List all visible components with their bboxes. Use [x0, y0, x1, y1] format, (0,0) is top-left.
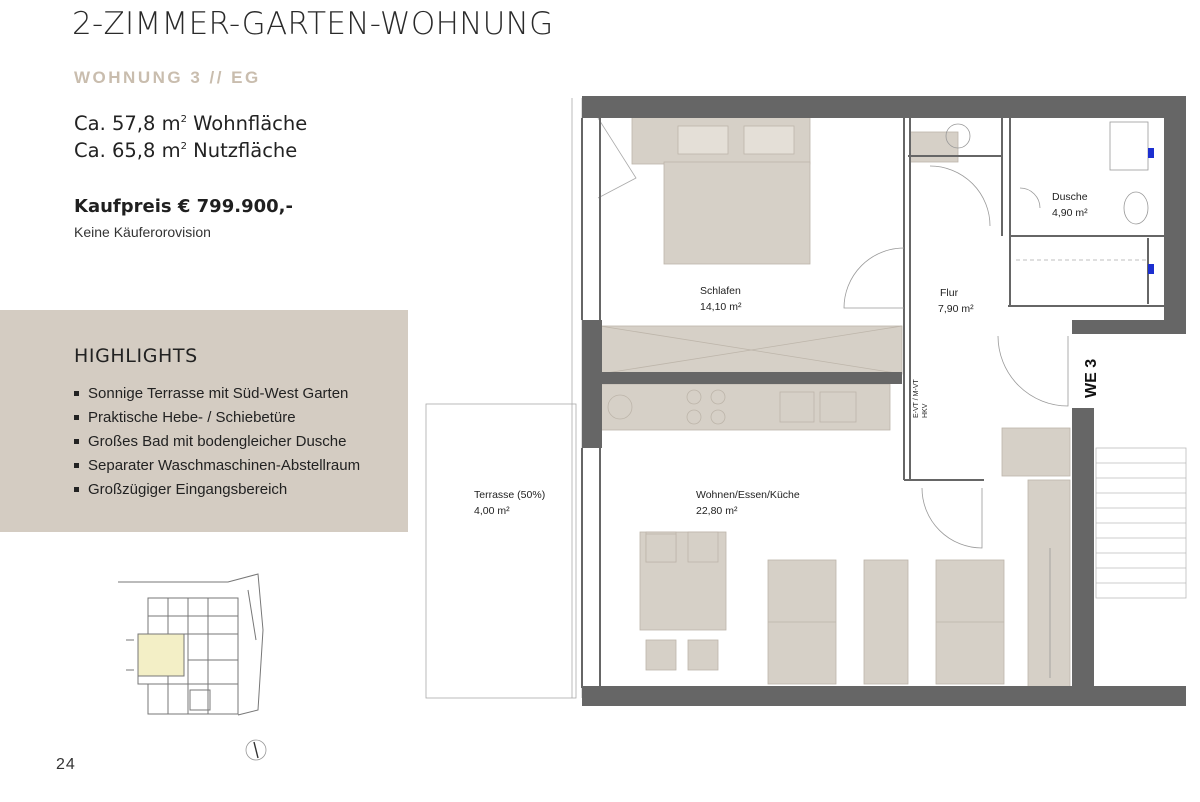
shower-fixtures — [1016, 121, 1154, 274]
highlight-item: Großes Bad mit bodengleicher Dusche — [74, 430, 360, 454]
room-label-schlafen: Schlafen — [700, 285, 741, 297]
room-area-wohnen: 22,80 m² — [696, 505, 738, 517]
highlights-list: Sonnige Terrasse mit Süd-West Garten Pra… — [74, 382, 360, 502]
room-area-schlafen: 14,10 m² — [700, 301, 742, 313]
north-arrow-icon — [245, 739, 267, 761]
usable-area: Ca. 65,8 m2 Nutzfläche — [74, 139, 297, 162]
utility-label-meter: E-VT / M-VT — [913, 379, 920, 418]
room-area-terrasse: 4,00 m² — [474, 505, 510, 517]
highlight-item: Großzügiger Eingangsbereich — [74, 478, 360, 502]
door-swings — [843, 123, 1069, 549]
living-area-prefix: Ca. 57,8 m — [74, 112, 181, 135]
living-area-sup: 2 — [180, 114, 187, 125]
room-area-flur: 7,90 m² — [938, 303, 974, 315]
unit-label-text: WE 3 — [1083, 359, 1100, 398]
room-label-wohnen: Wohnen/Essen/Küche — [696, 489, 800, 501]
floor-plan: Schlafen 14,10 m² Flur 7,90 m² Dusche 4,… — [425, 96, 1187, 706]
living-area: Ca. 57,8 m2 Wohnfläche — [74, 112, 307, 135]
living-area-suffix: Wohnfläche — [186, 112, 308, 135]
highlights-title: HIGHLIGHTS — [74, 345, 198, 367]
usable-area-suffix: Nutzfläche — [186, 139, 298, 162]
page-number: 24 — [56, 756, 76, 773]
room-label-dusche: Dusche — [1052, 191, 1088, 203]
key-plan-highlight — [137, 633, 185, 677]
walls — [582, 96, 1186, 706]
room-area-dusche: 4,90 m² — [1052, 207, 1088, 219]
unit-subtitle: WOHNUNG 3 // EG — [74, 68, 261, 87]
utility-label-hkv: HKV — [922, 403, 929, 418]
usable-area-sup: 2 — [180, 141, 187, 152]
furniture — [599, 115, 1071, 691]
highlights-box — [0, 310, 408, 532]
page-title: 2-ZIMMER-GARTEN-WOHNUNG — [72, 6, 554, 42]
highlight-item: Sonnige Terrasse mit Süd-West Garten — [74, 382, 360, 406]
provision-note: Keine Käuferorovision — [74, 224, 211, 240]
room-label-flur: Flur — [940, 287, 959, 299]
highlight-item: Praktische Hebe- / Schiebetüre — [74, 406, 360, 430]
key-plan — [118, 573, 267, 761]
unit-label: WE 3 — [1072, 334, 1100, 408]
highlight-item: Separater Waschmaschinen-Abstellraum — [74, 454, 360, 478]
stairs — [1095, 447, 1187, 599]
price: Kaufpreis € 799.900,- — [74, 196, 293, 217]
usable-area-prefix: Ca. 65,8 m — [74, 139, 181, 162]
room-label-terrasse: Terrasse (50%) — [474, 489, 545, 501]
